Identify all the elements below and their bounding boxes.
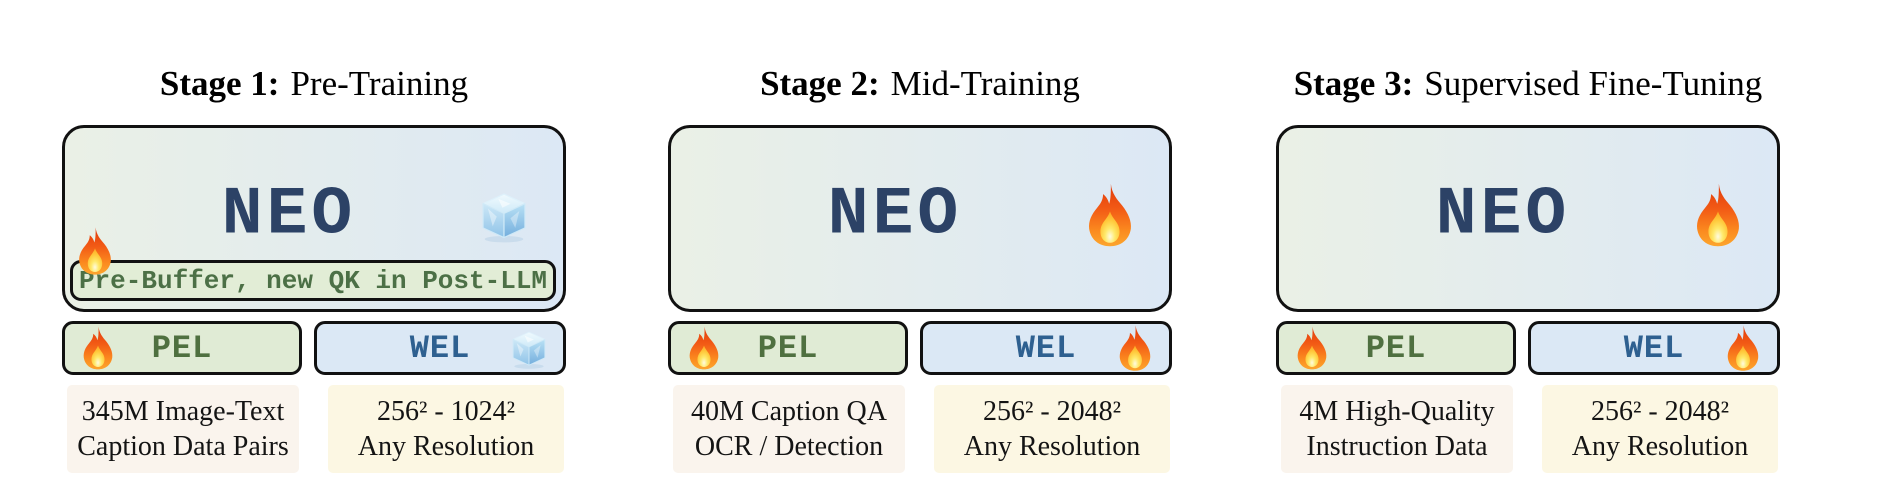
data-line: 256² - 2048² [1590,396,1730,427]
fire-icon [79,227,111,275]
stage-3-column: Stage 3: Supervised Fine-Tuning NEO PEL W… [1276,0,1780,504]
fire-icon [1727,325,1759,371]
wel-data-block: 256² - 2048² Any Resolution [934,385,1170,473]
pre-buffer-label: Pre-Buffer, new QK in Post-LLM [78,265,548,296]
fire-icon [1297,326,1327,370]
wel-data-block: 256² - 2048² Any Resolution [1542,385,1778,473]
fire-icon [1697,183,1739,247]
pre-buffer-status-icon [74,224,116,278]
wel-status-icon [1721,324,1765,372]
neo-model-box: NEO [1276,125,1780,312]
ice-cube-icon [482,193,526,243]
pel-box: PEL [1276,321,1516,375]
stage-3-title: Stage 3: Supervised Fine-Tuning [1276,64,1780,104]
fire-icon [689,326,719,370]
neo-label: NEO [1435,176,1571,254]
neo-status-icon [1689,182,1747,248]
ice-cube-icon [512,331,546,369]
wel-status-icon [507,324,551,372]
data-line: Any Resolution [1571,431,1749,462]
data-line: 4M High-Quality [1299,396,1495,427]
stage-2-column: Stage 2:Mid-Training NEO PEL WEL 40M Cap [668,0,1172,504]
wel-box: WEL [314,321,566,375]
wel-label: WEL [409,329,471,367]
stage-name-label: Mid-Training [890,64,1080,103]
stage-2-title: Stage 2: Mid-Training [668,64,1172,104]
fire-icon [1089,183,1131,247]
pel-status-icon [1293,324,1331,372]
pel-data-block: 4M High-Quality Instruction Data [1281,385,1513,473]
data-line: Any Resolution [963,431,1141,462]
fire-icon [83,326,113,370]
neo-label: NEO [221,176,357,254]
pel-status-icon [79,324,117,372]
stage-1-title: Stage 1: Pre-Training [62,64,566,104]
pel-status-icon [685,324,723,372]
data-line: 345M Image-Text [81,396,285,427]
pel-data-block: 40M Caption QA OCR / Detection [673,385,905,473]
neo-model-box: NEO Pre-Buffer, new QK in Post-LLM [62,125,566,312]
data-line: OCR / Detection [694,431,884,462]
wel-box: WEL [920,321,1172,375]
pre-buffer-box: Pre-Buffer, new QK in Post-LLM [70,260,556,301]
pel-box: PEL [62,321,302,375]
pel-data-block: 345M Image-Text Caption Data Pairs [67,385,299,473]
data-line: Any Resolution [357,431,535,462]
pel-label: PEL [151,329,213,367]
wel-label: WEL [1015,329,1077,367]
data-line: 256² - 1024² [376,396,516,427]
stage-number-label: Stage 1: [159,64,280,103]
data-line: 40M Caption QA [691,396,887,427]
stage-name-label: Pre-Training [290,64,469,103]
data-line: Instruction Data [1306,431,1488,462]
pel-label: PEL [757,329,819,367]
wel-box: WEL [1528,321,1780,375]
stage-name-label: Supervised Fine-Tuning [1424,64,1763,103]
data-line: 256² - 2048² [982,396,1122,427]
stage-1-column: Stage 1: Pre-Training NEO Pre-Buffer, new… [62,0,566,504]
neo-label: NEO [827,176,963,254]
neo-status-icon [475,182,533,248]
pel-label: PEL [1365,329,1427,367]
stage-number-label: Stage 2: [760,64,880,103]
stage-number-label: Stage 3: [1293,64,1414,103]
neo-model-box: NEO [668,125,1172,312]
wel-data-block: 256² - 1024² Any Resolution [328,385,564,473]
neo-status-icon [1081,182,1139,248]
data-line: Caption Data Pairs [77,431,289,462]
fire-icon [1119,325,1151,371]
wel-status-icon [1113,324,1157,372]
wel-label: WEL [1623,329,1685,367]
pel-box: PEL [668,321,908,375]
